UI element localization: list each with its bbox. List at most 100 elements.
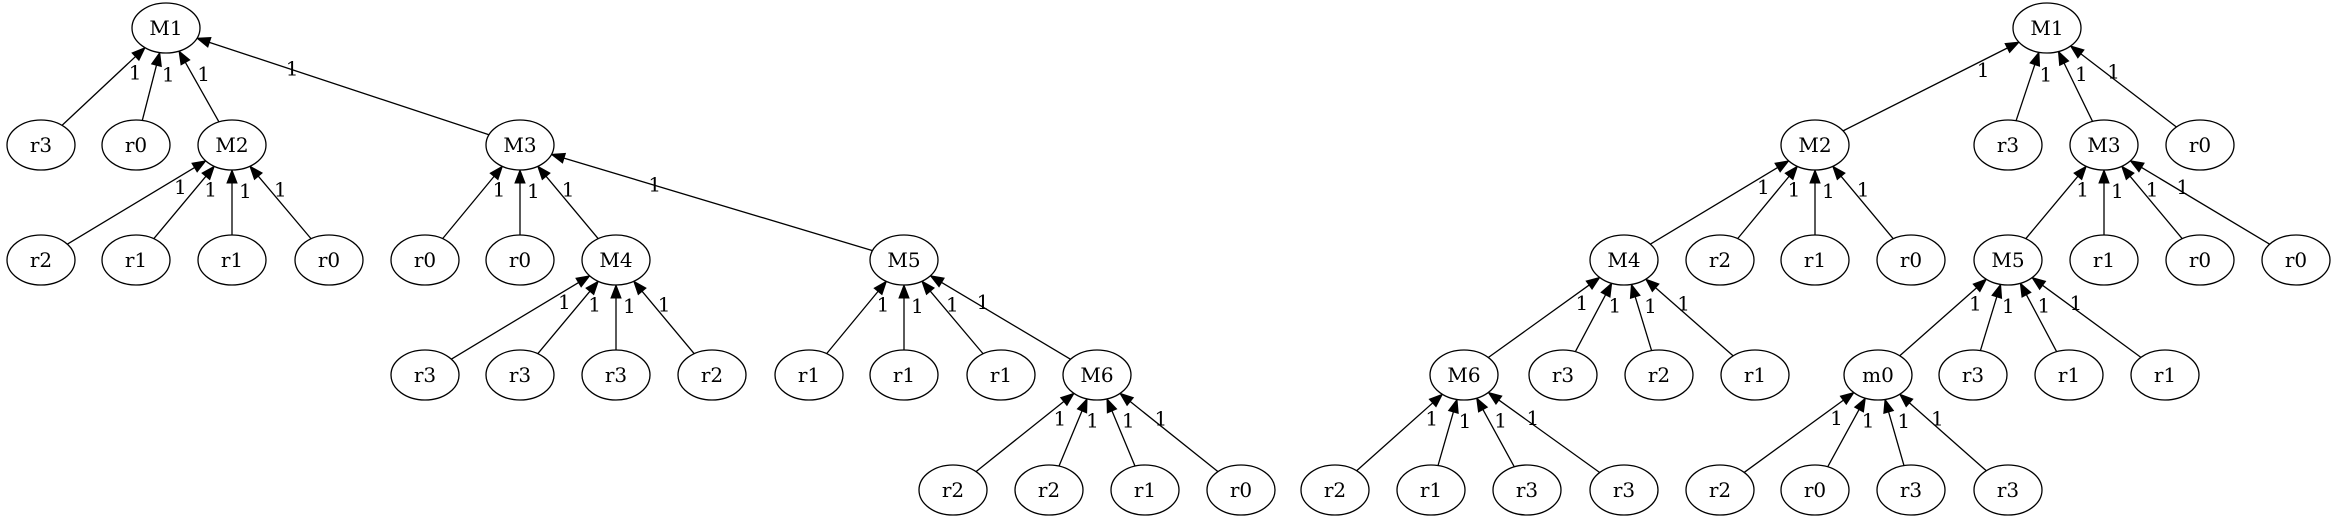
tree-node: r0: [101, 119, 171, 171]
edge: 1: [195, 37, 490, 136]
edge: 1: [536, 165, 599, 240]
node-label: r3: [1997, 478, 2019, 502]
edge-weight-label: 1: [1931, 407, 1944, 431]
node-ellipse: [1396, 464, 1466, 516]
edge-weight-label: 1: [1154, 406, 1167, 430]
node-label: r0: [1804, 478, 1826, 502]
edge: 1: [898, 283, 924, 350]
edge-line: [1655, 287, 1734, 357]
edge-weight-label: 1: [623, 294, 636, 318]
edge: 1: [1629, 283, 1657, 351]
edge-weight-label: 1: [286, 56, 299, 80]
edge-line: [1842, 47, 2008, 132]
edge-line: [2141, 166, 2270, 245]
node-ellipse: [869, 234, 939, 286]
node-label: r3: [1552, 363, 1574, 387]
edge-line: [1634, 296, 1653, 351]
edge-line: [2015, 64, 2036, 121]
arrowhead-icon: [489, 165, 504, 181]
tree-node: r1: [869, 349, 939, 401]
node-ellipse: [1780, 234, 1850, 286]
tree-node: M6: [1062, 349, 1132, 401]
edge-line: [1827, 409, 1860, 468]
node-label: M5: [887, 248, 920, 272]
node-ellipse: [1062, 349, 1132, 401]
node-ellipse: [1720, 349, 1790, 401]
node-ellipse: [1589, 464, 1659, 516]
arrowhead-icon: [191, 160, 207, 173]
tree-node: M3: [485, 119, 555, 171]
node-ellipse: [2130, 349, 2200, 401]
edge-weight-label: 1: [562, 178, 575, 202]
tree-node: M2: [197, 119, 267, 171]
edge: 1: [249, 165, 312, 240]
edge-weight-label: 1: [174, 175, 187, 199]
edge-weight-label: 1: [204, 178, 217, 202]
edge-weight-label: 1: [946, 293, 959, 317]
edge-weight-label: 1: [2146, 178, 2159, 202]
arrowhead-icon: [201, 165, 216, 181]
edge-weight-label: 1: [877, 293, 890, 317]
node-label: r1: [2093, 248, 2115, 272]
edge-weight-label: 1: [648, 172, 661, 196]
tree-node: M3: [2069, 119, 2139, 171]
arrowhead-icon: [178, 49, 191, 66]
edge-line: [66, 166, 195, 245]
arrowhead-icon: [536, 165, 551, 181]
edge: 1: [1737, 165, 1800, 240]
arrowhead-icon: [2069, 45, 2085, 59]
arrowhead-icon: [2098, 168, 2110, 184]
node-ellipse: [2069, 234, 2139, 286]
edge-weight-label: 1: [197, 62, 210, 86]
edge-weight-label: 1: [1526, 406, 1539, 430]
tree-node: r3: [1973, 119, 2043, 171]
edge-weight-label: 1: [239, 179, 252, 203]
node-ellipse: [485, 234, 555, 286]
edge: 1: [2129, 160, 2270, 245]
arrowhead-icon: [249, 165, 264, 181]
edge: 1: [226, 168, 252, 235]
tree-node: r0: [294, 234, 364, 286]
edge-weight-label: 1: [1897, 409, 1910, 433]
arrowhead-icon: [1898, 393, 1914, 408]
edge-weight-label: 1: [2038, 293, 2051, 317]
node-ellipse: [774, 349, 844, 401]
arrowhead-icon: [1991, 283, 2003, 299]
tree-node: r2: [677, 349, 747, 401]
edge: 1: [1842, 41, 2021, 132]
node-label: r2: [701, 363, 723, 387]
edge: 1: [1827, 396, 1875, 468]
arrowhead-icon: [226, 168, 238, 184]
edge: 1: [1743, 391, 1855, 473]
tree-node: r1: [197, 234, 267, 286]
arrowhead-icon: [2073, 165, 2088, 181]
arrowhead-icon: [1629, 283, 1641, 299]
edge-weight-label: 1: [1969, 292, 1982, 316]
node-label: r2: [1709, 248, 1731, 272]
edge: 1: [2120, 165, 2183, 240]
arrowhead-icon: [929, 275, 945, 288]
node-label: r0: [318, 248, 340, 272]
node-label: M4: [599, 248, 632, 272]
arrowhead-icon: [1839, 391, 1855, 406]
arrowhead-icon: [632, 280, 647, 296]
edge-line: [1487, 284, 1590, 359]
node-ellipse: [1876, 234, 1946, 286]
node-ellipse: [1624, 349, 1694, 401]
node-label: M6: [1080, 363, 1113, 387]
arrowhead-icon: [898, 283, 910, 299]
edge-weight-label: 1: [1862, 408, 1875, 432]
arrowhead-icon: [1118, 392, 1135, 407]
edge-weight-label: 1: [493, 178, 506, 202]
tree-node: r3: [581, 349, 651, 401]
edge: 1: [1487, 276, 1601, 359]
tree-node: r0: [390, 234, 460, 286]
edge: 1: [826, 280, 890, 355]
edge-weight-label: 1: [2002, 294, 2015, 318]
edge: 1: [1979, 283, 2015, 351]
edge: 1: [61, 46, 147, 126]
node-label: r3: [1997, 133, 2019, 157]
edge: 1: [632, 280, 695, 355]
node-ellipse: [1780, 464, 1850, 516]
node-ellipse: [1110, 464, 1180, 516]
